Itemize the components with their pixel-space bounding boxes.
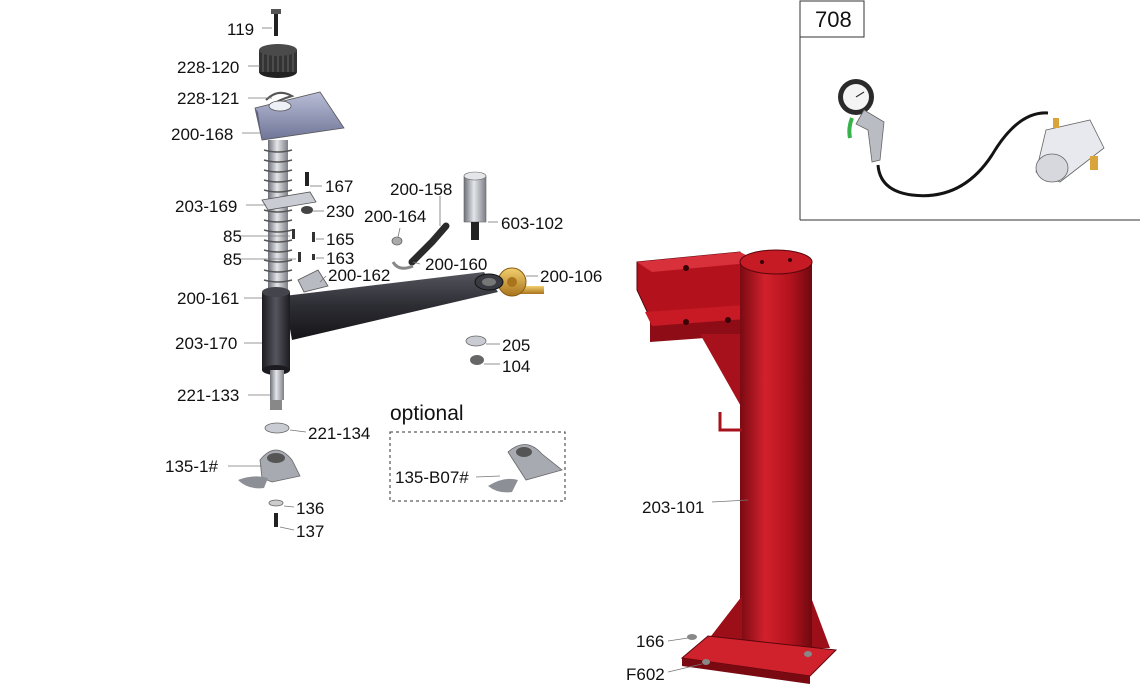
label-167: 167 bbox=[325, 177, 353, 196]
label-221-133: 221-133 bbox=[177, 386, 239, 405]
bolt-119 bbox=[271, 9, 281, 36]
washer-205 bbox=[465, 335, 487, 347]
label-163: 163 bbox=[326, 249, 354, 268]
label-228-121: 228-121 bbox=[177, 89, 239, 108]
label-135-b07: 135-B07# bbox=[395, 468, 469, 487]
label-230: 230 bbox=[326, 202, 354, 221]
label-205: 205 bbox=[502, 336, 530, 355]
label-200-164: 200-164 bbox=[364, 207, 426, 226]
label-203-170: 203-170 bbox=[175, 334, 237, 353]
optional-title: optional bbox=[390, 402, 464, 425]
label-200-161: 200-161 bbox=[177, 289, 239, 308]
arm-203-170 bbox=[262, 272, 504, 375]
washer-221-134 bbox=[264, 422, 290, 434]
knob-228-120 bbox=[259, 44, 297, 78]
label-200-106: 200-106 bbox=[540, 267, 602, 286]
label-166: 166 bbox=[636, 632, 664, 651]
nut-104 bbox=[470, 355, 484, 365]
label-221-134: 221-134 bbox=[308, 424, 370, 443]
screw-167 bbox=[305, 172, 309, 186]
lock-200-162 bbox=[297, 269, 329, 293]
label-603-102: 603-102 bbox=[501, 214, 563, 233]
label-136: 136 bbox=[296, 499, 324, 518]
inset-number: 708 bbox=[815, 7, 852, 32]
label-104: 104 bbox=[502, 357, 530, 376]
spring-column bbox=[263, 140, 293, 300]
part-labels: 119 228-120 228-121 200-168 167 203-169 … bbox=[165, 20, 704, 684]
label-228-120: 228-120 bbox=[177, 58, 239, 77]
handle-200-158 bbox=[391, 222, 450, 270]
label-200-162: 200-162 bbox=[328, 266, 390, 285]
bracket-203-169 bbox=[261, 191, 317, 211]
screw-165 bbox=[312, 232, 315, 242]
nut-230 bbox=[301, 206, 313, 214]
label-137: 137 bbox=[296, 522, 324, 541]
column-203-101 bbox=[636, 249, 838, 684]
label-f602: F602 bbox=[626, 665, 665, 684]
label-85a: 85 bbox=[223, 227, 242, 246]
screw-85b bbox=[298, 252, 301, 262]
leader-lines bbox=[228, 27, 749, 673]
label-200-158: 200-158 bbox=[390, 180, 452, 199]
pin-603-102 bbox=[463, 171, 487, 240]
label-119: 119 bbox=[227, 20, 254, 39]
label-203-169: 203-169 bbox=[175, 197, 237, 216]
label-165: 165 bbox=[326, 230, 354, 249]
mount-head-135-1 bbox=[238, 449, 301, 489]
optional-box bbox=[389, 431, 566, 502]
screw-137 bbox=[274, 513, 278, 527]
label-200-160: 200-160 bbox=[425, 255, 487, 274]
label-200-168: 200-168 bbox=[171, 125, 233, 144]
label-135-1: 135-1# bbox=[165, 457, 218, 476]
label-203-101: 203-101 bbox=[642, 498, 704, 517]
washer-136 bbox=[268, 499, 284, 507]
screw-163 bbox=[312, 254, 315, 260]
star-knob-200-106 bbox=[497, 267, 544, 297]
shaft-221-133 bbox=[270, 370, 284, 410]
inset-708: 708 bbox=[799, 0, 1140, 221]
mount-head-135-b07 bbox=[488, 444, 563, 493]
cover-200-168 bbox=[254, 91, 345, 141]
label-85b: 85 bbox=[223, 250, 242, 269]
screw-85a bbox=[292, 229, 295, 239]
